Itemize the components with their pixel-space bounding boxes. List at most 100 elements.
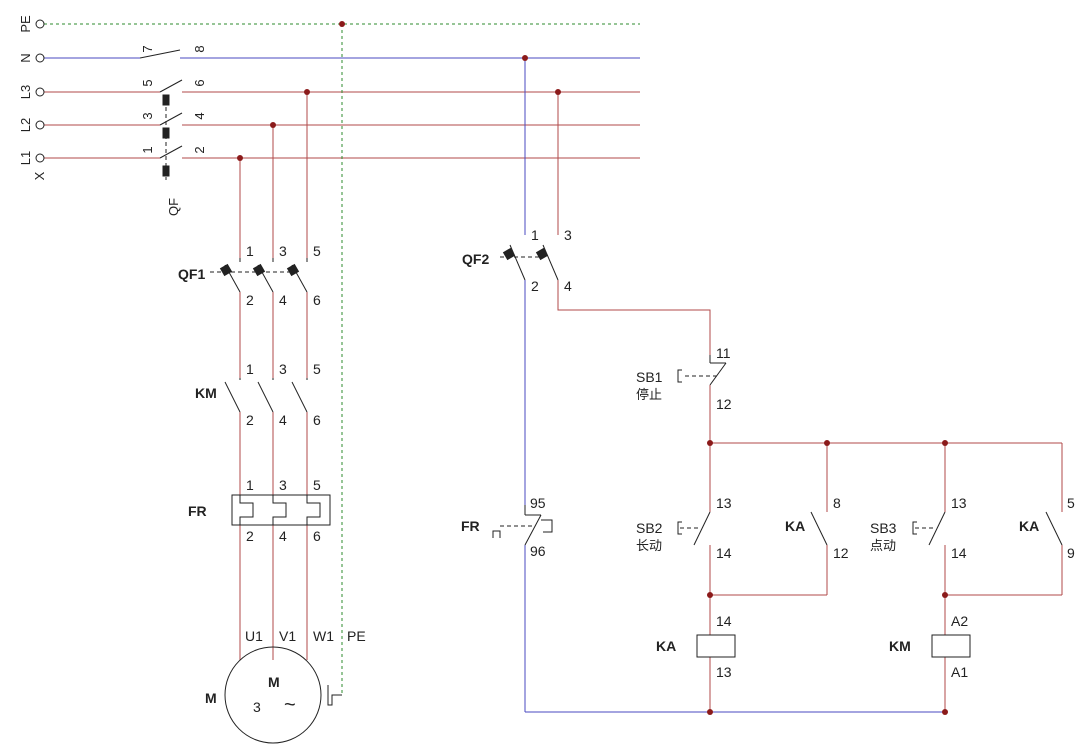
sb3-desc: 点动 [870,539,896,554]
motor-term-u1: U1 [245,628,263,644]
km-coil-term-a2: A2 [951,613,968,629]
qf1-top-1: 1 [246,243,254,259]
pe-terminal [35,19,45,29]
fr-main-top-5: 5 [313,477,321,493]
control-wires [524,58,1063,713]
fr-ctrl-name: FR [461,518,480,534]
km-main-top-1: 1 [246,361,254,377]
sb3-term-14: 14 [951,545,967,561]
motor-circle [224,646,322,744]
ka-coil-term-13: 13 [716,664,732,680]
sb3-name: SB3 [870,520,897,536]
km-main-bottom-6: 6 [313,412,321,428]
ka2-contact [1045,511,1063,546]
fr-main-bottom-2: 2 [246,528,254,544]
bus-label-l1: L1 [18,151,33,165]
km-main-name: KM [195,385,217,401]
bus-bars [35,19,640,163]
km-coil [931,634,971,658]
qf2-bottom-2: 2 [531,278,539,294]
qf2-top-1: 1 [531,227,539,243]
l1-node [237,155,243,161]
fr-main-top-3: 3 [279,477,287,493]
bus-label-l2: L2 [18,118,33,132]
ka-coil [696,634,736,658]
fr-ctrl-contact [492,505,553,546]
ka1-term-12: 12 [833,545,849,561]
sb1-term-12: 12 [716,396,732,412]
ka1-name: KA [785,518,805,534]
l2-terminal [35,120,45,130]
qf1-top-5: 5 [313,243,321,259]
motor-phases: 3 [253,699,261,715]
qf-term-3: 3 [140,112,155,119]
qf2-top-3: 3 [564,227,572,243]
fr-main-name: FR [188,503,207,519]
ka1-term-8: 8 [833,495,841,511]
km-main-bottom-4: 4 [279,412,287,428]
bus-label-n: N [18,53,33,62]
sb1-desc: 停止 [636,387,662,403]
fr-ctrl-term-95: 95 [530,495,546,511]
bus-label-l3: L3 [18,85,33,99]
ka1-contact [810,511,828,546]
n-terminal [35,53,45,63]
motor-label: M [205,690,217,706]
l3-node [304,89,310,95]
bus-label-pe: PE [18,15,33,33]
qf-term-8: 8 [192,45,207,52]
ka2-term-5: 5 [1067,495,1075,511]
km-coil-term-a1: A1 [951,664,968,680]
ka2-term-9: 9 [1067,545,1075,561]
fr-main-relay [231,494,331,526]
sb2-desc: 长动 [636,539,662,554]
motor-term-w1: W1 [313,628,334,644]
motor-term-v1: V1 [279,628,296,644]
pe-node [339,21,345,27]
sb2-term-13: 13 [716,495,732,511]
qf-term-2: 2 [192,146,207,153]
qf1-top-3: 3 [279,243,287,259]
qf-name: QF [166,198,181,216]
qf1-bottom-4: 4 [279,292,287,308]
ka2-name: KA [1019,518,1039,534]
qf1-name: QF1 [178,266,205,282]
qf-term-5: 5 [140,79,155,86]
motor-pe-connector [327,685,342,706]
fr-main-bottom-4: 4 [279,528,287,544]
l3-terminal [35,87,45,97]
km-coil-name: KM [889,638,911,654]
motor-term-pe: PE [347,628,366,644]
qf-labels: 7 8 5 6 3 4 1 2 QF [140,45,207,216]
fr-main-top-1: 1 [246,477,254,493]
sb2-start-button [677,511,711,546]
qf2-bottom-4: 4 [564,278,572,294]
km-main-contacts [224,378,308,413]
sb1-name: SB1 [636,369,663,385]
qf1-bottom-2: 2 [246,292,254,308]
sb1-stop-button [677,355,727,386]
sb2-name: SB2 [636,520,663,536]
km-main-bottom-2: 2 [246,412,254,428]
motor: M M 3 ~ U1 V1 W1 PE [205,628,366,744]
qf-term-6: 6 [192,79,207,86]
qf1-breaker [210,258,308,293]
control-nodes [522,55,948,715]
km-main-top-5: 5 [313,361,321,377]
qf-term-4: 4 [192,112,207,119]
fr-main-bottom-6: 6 [313,528,321,544]
km-main-top-3: 3 [279,361,287,377]
motor-symbol: M [268,674,280,690]
qf2-name: QF2 [462,251,489,267]
ka-coil-term-14: 14 [716,613,732,629]
sb3-jog-button [912,511,946,546]
fr-ctrl-term-96: 96 [530,543,546,559]
ka-coil-name: KA [656,638,676,654]
bus-labels: PE N L3 L2 L1 X [18,15,47,180]
sb2-term-14: 14 [716,545,732,561]
qf2-breaker [500,244,559,281]
qf1-bottom-6: 6 [313,292,321,308]
l1-terminal [35,153,45,163]
main-phase-wires [239,92,308,660]
